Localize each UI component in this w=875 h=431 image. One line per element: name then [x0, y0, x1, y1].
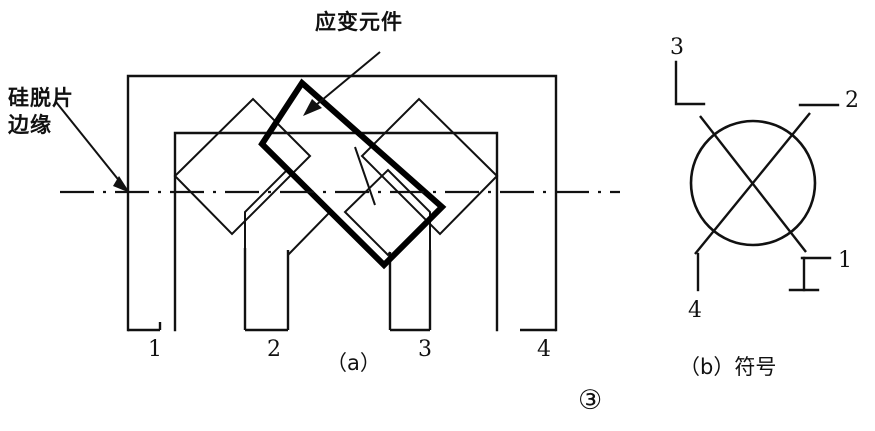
label-silicon-edge-line1: 硅脱片 [8, 86, 74, 110]
label-subfigure-b: （b）符号 [679, 355, 777, 379]
label-pad-2: 2 [267, 337, 281, 362]
symbol-terminal-leads [674, 60, 840, 292]
outer-conductor-trace [126, 74, 558, 332]
thin-resistor-outlines [173, 97, 499, 258]
symbol-circle [689, 119, 817, 247]
strain-element-body [258, 78, 447, 270]
label-pad-1: 1 [148, 337, 162, 362]
silicon-edge-leader [55, 101, 126, 189]
label-symbol-2: 2 [845, 88, 859, 113]
label-figure-number: ③ [578, 385, 603, 416]
strain-element-arrowhead [303, 99, 322, 116]
label-symbol-1: 1 [838, 248, 852, 273]
symbol-cross-lines [694, 112, 811, 255]
pad-1-stub [128, 322, 162, 332]
strain-element-leader [309, 51, 381, 111]
inner-conductor-trace [173, 131, 499, 332]
label-symbol-3: 3 [670, 35, 684, 60]
strain-element-inner-line [354, 146, 376, 206]
inner-legs [243, 248, 432, 330]
label-symbol-4: 4 [688, 298, 702, 323]
silicon-edge-arrowhead [113, 176, 130, 193]
label-silicon-edge-line2: 边缘 [8, 113, 52, 137]
label-pad-3: 3 [418, 337, 432, 362]
label-pad-4: 4 [537, 337, 551, 362]
label-strain-element: 应变元件 [315, 10, 403, 34]
label-subfigure-a: （a） [326, 351, 381, 375]
